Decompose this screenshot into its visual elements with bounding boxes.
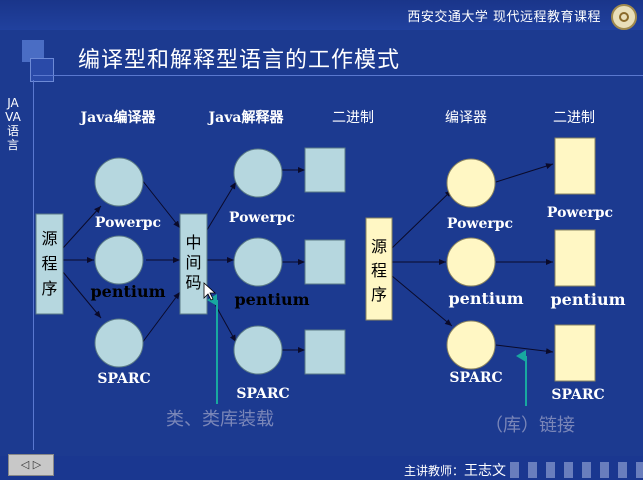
class-loading-annotation: 类、类库装载 xyxy=(166,409,274,430)
decor-line xyxy=(33,80,34,450)
binary-box-java xyxy=(304,239,346,285)
interpreter-node-pentium xyxy=(233,237,283,287)
compiler-node-sparc xyxy=(94,318,144,368)
source-label-char: 程 xyxy=(371,261,387,280)
binary-box-native xyxy=(554,324,596,382)
university-emblem-icon xyxy=(611,4,637,30)
teacher-name: 王志文 xyxy=(464,463,507,479)
right-arrows xyxy=(391,163,554,355)
heading-binary-1: 二进制 xyxy=(332,110,374,126)
native-compiler-node-pentium xyxy=(446,237,496,287)
native-compiler-node-powerpc xyxy=(446,158,496,208)
source-label-char: 序 xyxy=(371,285,387,304)
platform-label: SPARC xyxy=(97,371,150,387)
teacher-label: 主讲教师： xyxy=(404,464,465,478)
slide-title: 编译型和解释型语言的工作模式 xyxy=(78,48,401,73)
platform-label: SPARC xyxy=(236,386,289,402)
decor-square xyxy=(22,40,44,62)
platform-label: SPARC xyxy=(551,387,604,403)
platform-label: pentium xyxy=(448,289,523,308)
binary-box-java xyxy=(304,329,346,375)
platform-label: Powerpc xyxy=(95,215,161,231)
university-name: 西安交通大学 现代远程教育课程 xyxy=(407,10,601,25)
source-label-char: 程 xyxy=(41,254,57,273)
platform-label: Powerpc xyxy=(229,210,295,226)
intermediate-box xyxy=(179,213,208,315)
decor-square xyxy=(30,58,54,82)
source-label-char: 源 xyxy=(371,237,387,256)
heading-java-interpreter: Java解释器 xyxy=(207,109,285,126)
decor-line xyxy=(33,75,643,76)
binary-box-native xyxy=(554,137,596,195)
nav-buttons[interactable]: ◁ ▷ xyxy=(8,454,54,476)
heading-compiler: 编译器 xyxy=(445,110,487,126)
heading-java-compiler: Java编译器 xyxy=(79,109,157,126)
source-box-java xyxy=(35,213,64,315)
binary-box-native xyxy=(554,229,596,287)
platform-label: Powerpc xyxy=(547,205,613,221)
library-link-annotation: （库）链接 xyxy=(485,415,575,436)
intermediate-label-char: 码 xyxy=(185,273,201,292)
header-bar: 西安交通大学 现代远程教育课程 xyxy=(0,0,643,30)
source-box-native xyxy=(365,217,393,321)
source-label-char: 源 xyxy=(41,229,57,248)
footer-decoration xyxy=(510,462,643,478)
course-title: JAVA语言 xyxy=(5,96,21,152)
native-compiler-node-sparc xyxy=(446,320,496,370)
binary-box-java xyxy=(304,147,346,193)
platform-label: Powerpc xyxy=(447,216,513,232)
interpreter-node-sparc xyxy=(233,325,283,375)
platform-label: pentium xyxy=(234,290,309,309)
mouse-cursor-icon xyxy=(203,282,217,301)
heading-binary-2: 二进制 xyxy=(553,110,595,126)
interpreter-node-powerpc xyxy=(233,148,283,198)
intermediate-label-char: 间 xyxy=(185,253,201,272)
platform-label: pentium xyxy=(550,290,625,309)
compiler-node-powerpc xyxy=(94,157,144,207)
platform-label: SPARC xyxy=(449,370,502,386)
compiler-node-pentium xyxy=(94,235,144,285)
platform-label: pentium xyxy=(90,282,165,301)
intermediate-label-char: 中 xyxy=(185,233,201,252)
teacher-credit: 主讲教师：王志文 xyxy=(404,460,506,480)
source-label-char: 序 xyxy=(41,279,57,298)
